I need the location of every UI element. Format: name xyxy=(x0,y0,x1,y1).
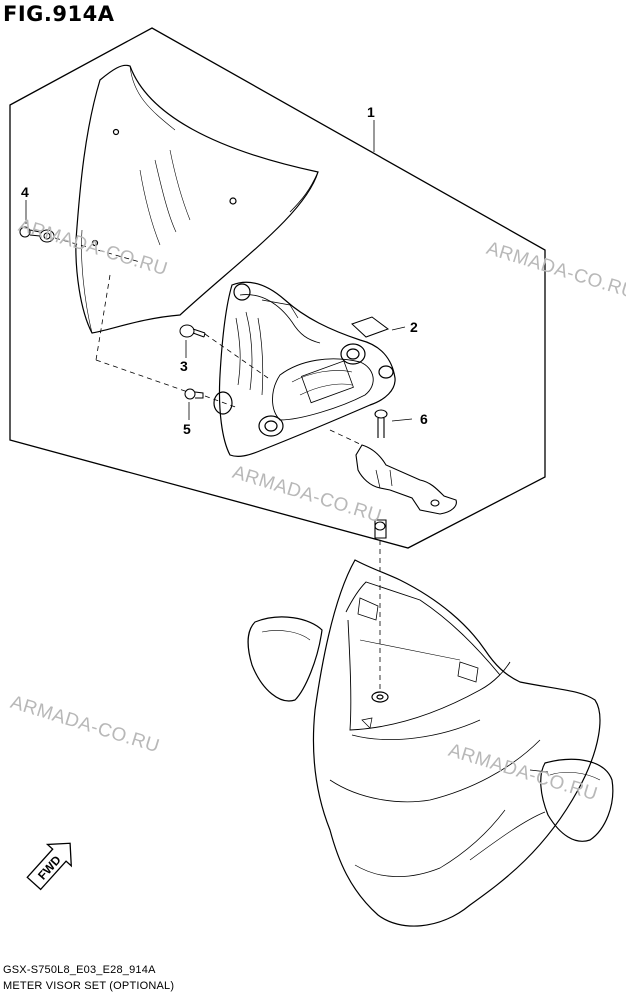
nut-part-5 xyxy=(184,388,204,420)
assembly-guides xyxy=(54,237,381,690)
meter-cover xyxy=(213,281,396,457)
assembly-outline xyxy=(9,27,546,549)
windscreen xyxy=(75,64,319,334)
ref-number-4: 4 xyxy=(21,184,29,200)
ref-number-2: 2 xyxy=(410,319,418,335)
figure-code: GSX-S750L8_E03_E28_914A xyxy=(3,964,156,976)
bolt-part-4 xyxy=(19,200,55,243)
ref-number-1: 1 xyxy=(367,104,375,120)
screw-part-3 xyxy=(179,324,206,358)
figure-caption: METER VISOR SET (OPTIONAL) xyxy=(3,980,175,992)
fwd-arrow-icon: FWD xyxy=(26,842,73,891)
bracket-part-6 xyxy=(355,409,457,539)
figure-title: FIG.914A xyxy=(3,2,115,26)
front-cowl xyxy=(247,559,614,927)
pad-part-2 xyxy=(351,316,406,338)
ref-number-6: 6 xyxy=(420,411,428,427)
ref-number-5: 5 xyxy=(183,421,191,437)
ref-number-3: 3 xyxy=(180,358,188,374)
